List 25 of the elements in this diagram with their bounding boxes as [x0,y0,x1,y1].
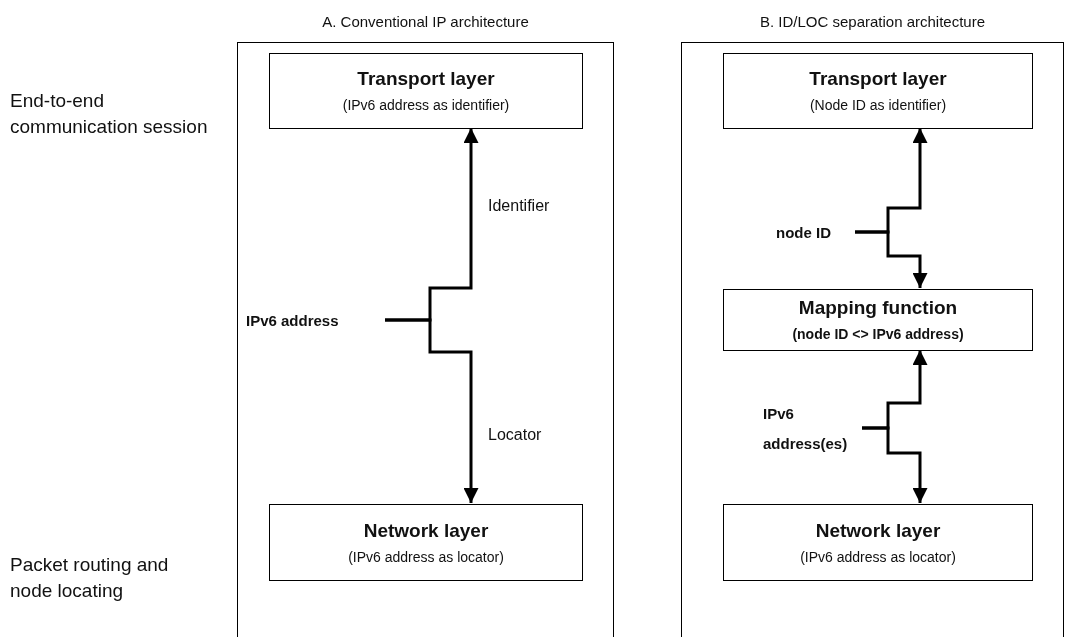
layer-box [723,504,1033,581]
layer-box [723,289,1033,351]
row-label: End-to-end communication session [10,89,209,139]
layer-box [269,504,583,581]
fork-label: IPv6 address(es) [763,404,849,454]
fork-arrow [855,230,928,288]
layer-subtitle: (IPv6 address as identifier) [342,97,510,115]
layer-subtitle: (IPv6 address as locator) [800,548,956,567]
layer-title: Network layer [815,518,941,543]
layer-subtitle: (node ID <> IPv6 address) [792,326,964,344]
layer-subtitle: (Node ID as identifier) [809,97,947,115]
layer-box [269,53,583,129]
fork-arrow [385,318,479,503]
layer-title: Transport layer [357,67,495,92]
layer-box [723,53,1033,129]
layer-title: Mapping function [798,296,958,321]
panel-heading: A. Conventional IP architecture [321,12,530,32]
layer-subtitle: (IPv6 address as locator) [348,548,504,567]
fork-label: node ID [776,223,832,243]
fork-arrow [862,426,928,503]
row-label: Packet routing and node locating [10,553,170,603]
layer-title: Network layer [363,518,489,543]
fork-label: IPv6 address [246,311,340,331]
layer-title: Transport layer [809,67,947,92]
panel-heading: B. ID/LOC separation architecture [758,12,987,32]
